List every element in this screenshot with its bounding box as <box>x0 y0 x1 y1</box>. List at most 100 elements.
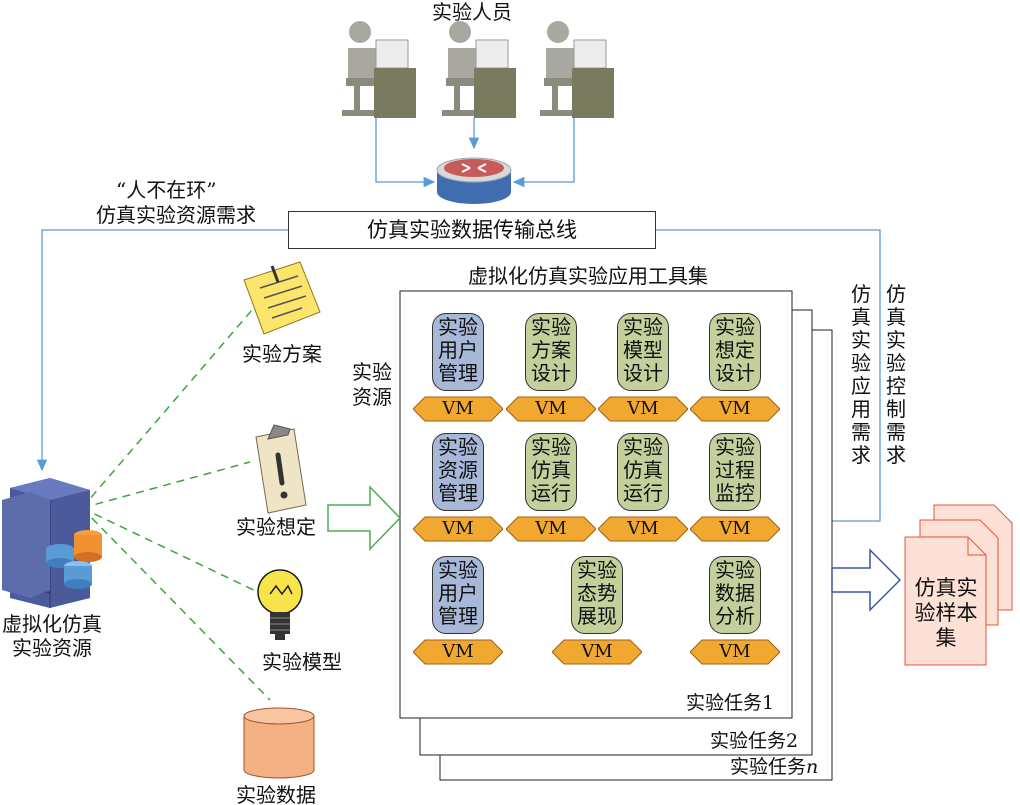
tool-tile: 实验仿真运行 <box>617 433 669 511</box>
tool-text: 实 <box>715 435 735 459</box>
vm-label: VM <box>719 518 751 539</box>
tool-text: 设 <box>531 361 551 385</box>
task-2-label: 实验任务2 <box>710 730 799 752</box>
tool-text: 理 <box>458 481 478 505</box>
tool-text: 实 <box>623 315 643 339</box>
vm-badge: VM <box>413 396 503 422</box>
tool-text: 现 <box>597 604 617 628</box>
note-icon <box>243 261 321 335</box>
tool-text: 想 <box>715 338 735 362</box>
tool-text: 运 <box>531 481 551 505</box>
tool-text: 析 <box>735 604 755 628</box>
tool-text: 验 <box>735 435 755 459</box>
tool-text: 理 <box>458 361 478 385</box>
vm-label: VM <box>442 398 474 419</box>
tool-text: 验 <box>458 435 478 459</box>
tool-tile: 实验数据分析 <box>709 556 761 634</box>
tool-text: 行 <box>551 481 571 505</box>
tool-text: 真 <box>551 458 571 482</box>
virtual-resource-line2: 实验资源 <box>12 636 92 660</box>
plan-label: 实验方案 <box>242 342 322 366</box>
tool-text: 用 <box>438 338 458 362</box>
tool-text: 程 <box>735 458 755 482</box>
tool-text: 实 <box>623 435 643 459</box>
tool-text: 监 <box>715 481 735 505</box>
tool-text: 案 <box>551 338 571 362</box>
tool-text: 验 <box>458 558 478 582</box>
tool-text: 计 <box>643 361 663 385</box>
output-arrow <box>831 548 902 612</box>
tool-text: 实 <box>531 315 551 339</box>
tool-text: 运 <box>623 481 643 505</box>
person-workstation-icon <box>540 21 614 118</box>
tool-text: 实 <box>438 558 458 582</box>
task-1-label: 实验任务1 <box>686 692 775 714</box>
server-stack-icon <box>2 478 102 608</box>
resource-label-line1: 实验 <box>352 360 392 384</box>
tool-text: 管 <box>438 604 458 628</box>
tool-tile: 实验方案设计 <box>525 313 577 391</box>
data-label: 实验数据 <box>236 783 316 805</box>
tool-tile: 实验态势展现 <box>571 556 623 634</box>
tool-text: 据 <box>735 581 755 605</box>
control-demand-label: 仿真实验控制需求 <box>886 282 906 467</box>
tool-text: 户 <box>458 581 478 605</box>
tool-text: 实 <box>577 558 597 582</box>
app-demand-label: 仿真实验应用需求 <box>851 282 871 467</box>
tool-tile: 实验用户管理 <box>432 313 484 391</box>
tool-text: 计 <box>735 361 755 385</box>
tool-tile: 实验资源管理 <box>432 433 484 511</box>
model-label: 实验模型 <box>262 650 342 674</box>
vm-badge: VM <box>690 516 780 542</box>
tool-tile: 实验模型设计 <box>617 313 669 391</box>
tool-text: 实 <box>715 315 735 339</box>
tool-text: 仿 <box>531 458 551 482</box>
tool-tile: 实验过程监控 <box>709 433 761 511</box>
tool-text: 验 <box>643 435 663 459</box>
person-workstation-icon <box>442 21 516 118</box>
tool-text: 验 <box>735 558 755 582</box>
tool-text: 实 <box>438 315 458 339</box>
tool-text: 展 <box>577 604 597 628</box>
tool-text: 行 <box>643 481 663 505</box>
document-stack-icon <box>904 504 1013 666</box>
clipboard-icon <box>255 424 307 514</box>
tool-text: 验 <box>551 315 571 339</box>
vm-label: VM <box>627 518 659 539</box>
tool-text: 控 <box>735 481 755 505</box>
tool-text: 管 <box>438 481 458 505</box>
no-human-label: “人不在环” <box>116 178 217 202</box>
vm-label: VM <box>535 398 567 419</box>
vm-label: VM <box>719 641 751 662</box>
tool-text: 仿 <box>623 458 643 482</box>
tool-text: 验 <box>551 435 571 459</box>
toolset-title: 虚拟化仿真实验应用工具集 <box>468 264 708 288</box>
vm-badge: VM <box>598 396 688 422</box>
resource-label-line2: 资源 <box>352 385 392 409</box>
tool-text: 数 <box>715 581 735 605</box>
personnel-links <box>375 118 575 188</box>
tool-text: 资 <box>438 458 458 482</box>
tool-text: 分 <box>715 604 735 628</box>
vm-label: VM <box>442 641 474 662</box>
tool-text: 源 <box>458 458 478 482</box>
tool-text: 管 <box>438 361 458 385</box>
router-icon <box>436 157 512 204</box>
tool-text: 验 <box>597 558 617 582</box>
vm-label: VM <box>627 398 659 419</box>
tool-text: 型 <box>643 338 663 362</box>
tool-text: 过 <box>715 458 735 482</box>
vm-badge: VM <box>690 639 780 665</box>
bus-links <box>36 229 881 527</box>
database-icon <box>243 707 315 779</box>
virtual-resource-line1: 虚拟化仿真 <box>2 612 102 636</box>
resource-dashed-links <box>81 309 271 701</box>
vm-label: VM <box>442 518 474 539</box>
resource-demand-label: 仿真实验资源需求 <box>96 203 256 227</box>
personnel-label: 实验人员 <box>432 0 512 24</box>
samples-label: 仿真实验样本集 <box>914 576 978 650</box>
scenario-label: 实验想定 <box>236 515 316 539</box>
tool-text: 验 <box>643 315 663 339</box>
tool-text: 态 <box>577 581 597 605</box>
